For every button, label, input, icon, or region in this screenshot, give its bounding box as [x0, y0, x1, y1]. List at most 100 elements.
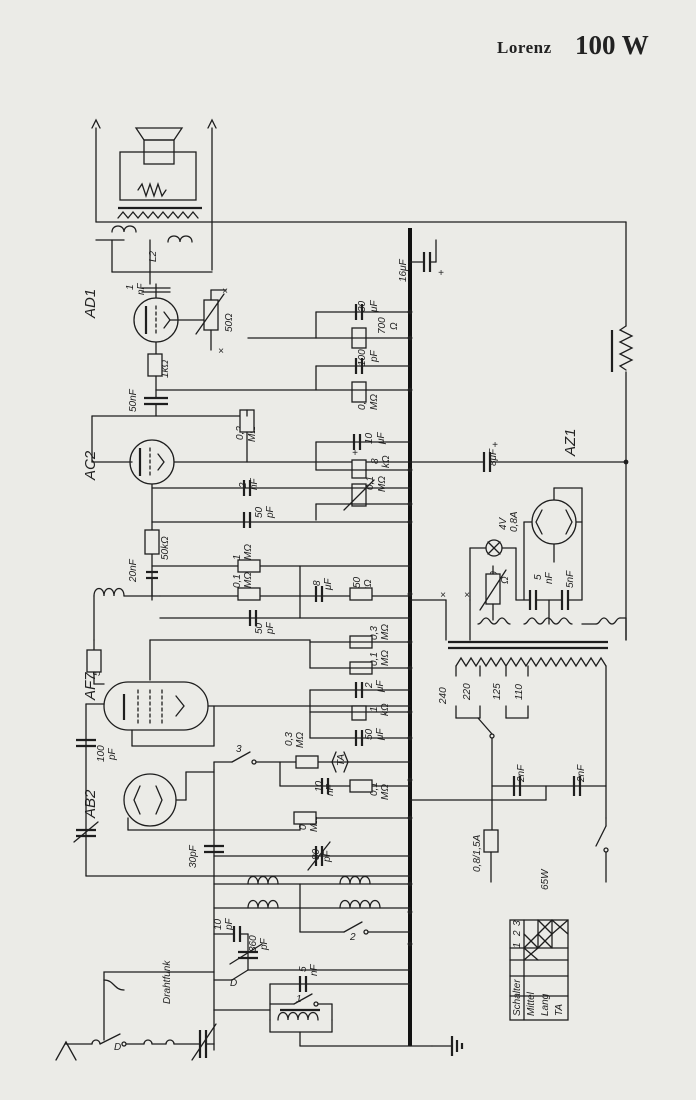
az1-network: + [409, 440, 629, 472]
tube-label-ac2: AC2 [82, 450, 99, 481]
label-r-01m-2: 0,1 [369, 652, 380, 666]
label-pot-01m-unit: MΩ [377, 476, 388, 492]
table-header-1: 1 [512, 942, 523, 948]
pilot-lamp [469, 539, 517, 601]
volume-input-network [93, 559, 411, 641]
label-r-03m-2: 0,3 [284, 732, 295, 746]
label-c-2uf-unit: μF [375, 680, 386, 693]
label-c-10uf: 10 [364, 432, 375, 444]
label-r-02m: 0,2 [235, 426, 246, 440]
ac2-cathode-network: + [315, 434, 411, 521]
label-c-5nf: 5 [533, 574, 544, 580]
tube-label-ad1: AD1 [82, 289, 99, 319]
label-c-10pf: 10 [213, 918, 224, 930]
svg-text:+: + [438, 268, 444, 279]
tube-label-ab2: AB2 [82, 789, 99, 819]
ad1-cathode-network [155, 304, 411, 403]
hum-network: × × [409, 565, 627, 641]
switch-3-ta-network [213, 751, 411, 794]
table-header-3: 3 [512, 920, 523, 926]
ground-symbol [431, 1036, 464, 1056]
label-c-100pf-2: 100 [96, 745, 107, 762]
label-r-1m-unit: MΩ [243, 544, 254, 560]
label-c-50uf-unit: μF [375, 728, 386, 741]
label-r-1m: 1 [232, 554, 243, 560]
label-r-50k-unit: kΩ [363, 579, 374, 592]
label-r-1k: 1kΩ [160, 359, 171, 378]
label-c-2uf: 2 [364, 682, 375, 689]
af7-anode-network [86, 635, 411, 685]
af7-cathode-network [309, 682, 411, 746]
label-c-5nf-unit: nF [544, 571, 555, 584]
label-switch-2: 2 [349, 932, 356, 943]
label-c-8uf-unit: μF [323, 578, 334, 591]
switch-table: Schalter 1 2 3 Mittel Lang TA [509, 919, 569, 1021]
label-r-02m-unit: MΩ [247, 426, 258, 442]
label-ta: TA [336, 754, 347, 766]
choke-right [610, 325, 634, 641]
table-row-mittel: Mittel [526, 991, 537, 1016]
label-r-700-unit: Ω [389, 322, 400, 330]
antenna-input [55, 979, 271, 1061]
table-header-2: 2 [512, 930, 523, 937]
label-r-03m: 0,3 [369, 626, 380, 640]
label-c-2nf-unit: nF [249, 477, 260, 490]
label-c-50pf-2-unit: pF [265, 621, 276, 635]
label-c-100pf-2-unit: pF [107, 747, 118, 761]
label-tap-220: 220 [462, 683, 473, 701]
label-c-30uf-unit: μF [369, 300, 380, 313]
label-r-07m: 0,7 [357, 396, 368, 410]
label-c-100pf-unit: pF [369, 349, 380, 363]
label-r-01m-2-unit: MΩ [380, 650, 391, 666]
label-c-16uf: 16μF [398, 258, 409, 282]
svg-text:×: × [440, 590, 446, 601]
label-c-360pf-unit: pF [259, 937, 270, 951]
label-switch-d2: D [114, 1042, 121, 1053]
tube-ac2 [129, 409, 411, 601]
label-c-50uf: 50 [364, 728, 375, 740]
label-c-360pf: 360 [248, 935, 259, 952]
label-lamp: 4V [498, 516, 509, 530]
tube-ad1: × × [133, 283, 228, 391]
label-r-1k-2-unit: kΩ [380, 703, 391, 716]
label-tap-125: 125 [492, 683, 503, 700]
label-r-50k-left: 50kΩ [160, 536, 171, 560]
label-c-10uf-unit: μF [376, 432, 387, 445]
tube-label-az1: AZ1 [562, 428, 579, 457]
label-fuse: 0,8/1,5A [472, 834, 483, 872]
label-r-01m-3: 0,1 [369, 782, 380, 796]
label-l2: L2 [148, 250, 159, 262]
speaker [91, 118, 217, 271]
label-switch-3: 3 [236, 744, 242, 755]
label-tap-240: 240 [438, 687, 449, 705]
tuning-caps [204, 769, 411, 1011]
label-r-01m: 0,1 [232, 574, 243, 588]
label-c-5nf-3: 5 [298, 966, 309, 972]
ac2-grid-network [144, 480, 411, 555]
mains-filter [409, 776, 609, 883]
label-c-30pf: 30pF [188, 844, 199, 868]
label-c-2nf-mains-1: 2nF [516, 764, 527, 783]
tube-af7 [103, 681, 411, 747]
mains-transformer [448, 640, 608, 831]
label-power: 65W [540, 868, 551, 890]
label-r-100-unit: Ω [500, 576, 511, 584]
label-switch-1: 1 [296, 994, 302, 1005]
brand-label: Lorenz [497, 38, 552, 57]
label-c-1nf: 1 [125, 284, 136, 290]
label-drahtfunk: Drahtfunk [162, 960, 173, 1004]
cap-50nf [91, 389, 251, 463]
cap-16uf: + [409, 239, 444, 279]
svg-text:+: + [352, 448, 358, 459]
table-marks [523, 919, 569, 961]
table-row-lang: Lang [540, 993, 551, 1016]
label-c-2nf-mains-2: 2nF [576, 764, 587, 783]
label-switch-d1: D [230, 978, 237, 989]
label-c-1nf-unit: nF [136, 282, 147, 295]
label-c-20nf: 20nF [128, 558, 139, 583]
label-c-10nf-unit: nF [325, 783, 336, 796]
label-r-03m-unit: MΩ [380, 624, 391, 640]
label-r-50k: 50 [352, 576, 363, 588]
